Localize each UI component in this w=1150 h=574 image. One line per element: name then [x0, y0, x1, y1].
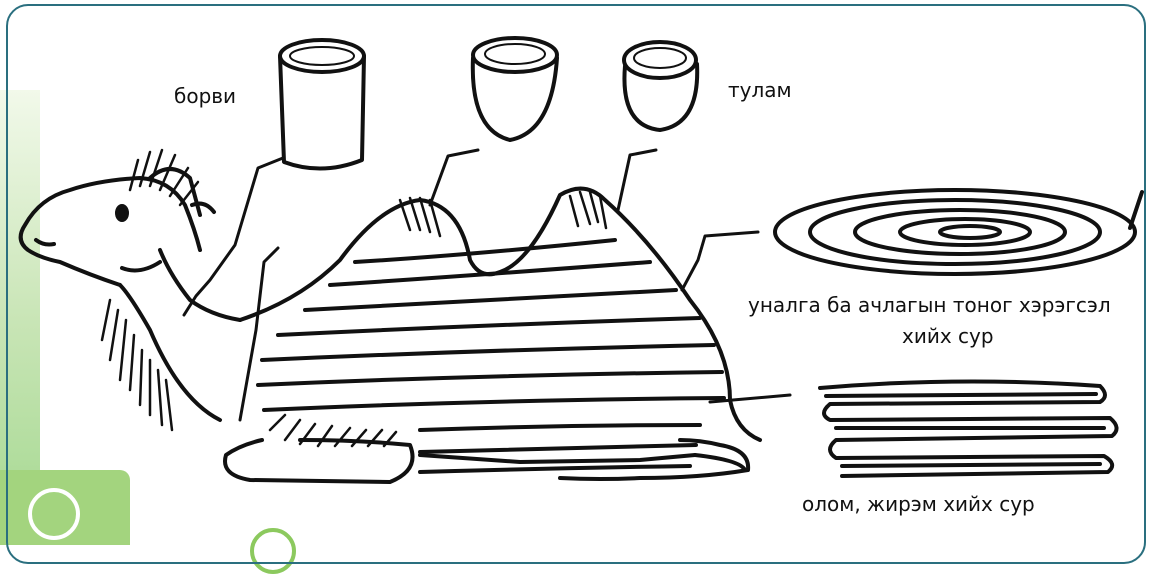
label-riding-equipment-strap: уналга ба ачлагын тоног хэрэгсэл: [748, 293, 1111, 317]
label-borvi: борви: [174, 84, 236, 108]
tulam-cup-drawing: [624, 42, 697, 130]
camel-body-drawing: [21, 169, 760, 482]
camel-diagram: [0, 0, 1150, 545]
camel-body-stripes: [258, 240, 724, 472]
borvi-cup-drawing: [280, 40, 364, 169]
middle-cup-drawing: [473, 38, 557, 140]
label-rope-strap: олом, жирэм хийх сур: [802, 492, 1035, 516]
coiled-strap-drawing: [775, 190, 1142, 274]
label-riding-equipment-strap-line2: хийх сур: [902, 324, 994, 348]
folded-rope-drawing: [820, 381, 1117, 476]
label-tulam: тулам: [728, 78, 792, 102]
pointer-lines: [184, 150, 790, 420]
